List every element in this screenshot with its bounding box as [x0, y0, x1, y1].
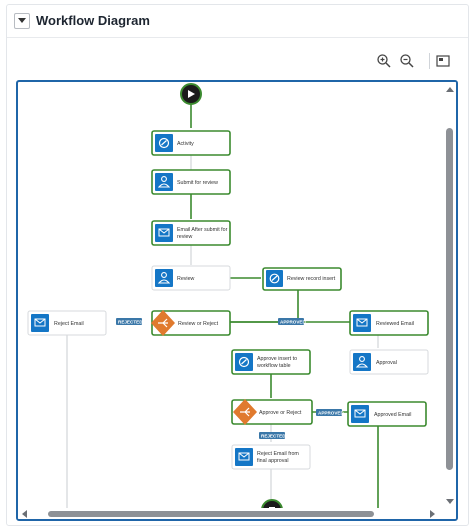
- end-node[interactable]: [261, 499, 283, 508]
- node-review-label: Review: [177, 276, 195, 282]
- svg-text:APPROVED: APPROVED: [280, 320, 306, 325]
- badge-approved-1: APPROVED: [278, 318, 306, 325]
- node-approval-label: Approval: [376, 360, 397, 366]
- badge-rejected-2: REJECTED: [259, 432, 286, 439]
- vertical-scroll-thumb[interactable]: [446, 128, 453, 470]
- node-approve-insert-label-2: workflow table: [257, 363, 291, 369]
- node-review-record-label: Review record insert: [287, 276, 336, 282]
- node-email-after-label-2: review: [177, 234, 192, 240]
- node-approved-email-label: Approved Email: [374, 412, 411, 418]
- node-review[interactable]: Review: [151, 265, 231, 291]
- node-submit-label: Submit for review: [177, 180, 218, 186]
- node-activity-label: Activity: [177, 141, 194, 147]
- node-approved-email[interactable]: Approved Email: [347, 401, 427, 427]
- workflow-diagram: Activity Submit for review Email After s…: [27, 83, 429, 508]
- node-email-after-label-1: Email After submit for: [177, 227, 228, 233]
- node-review-record-insert[interactable]: Review record insert: [262, 267, 342, 291]
- panel-title: Workflow Diagram: [36, 13, 150, 28]
- diagram-canvas[interactable]: Activity Submit for review Email After s…: [16, 80, 458, 521]
- node-email-after-submit[interactable]: Email After submit for review: [151, 220, 231, 246]
- node-activity[interactable]: Activity: [151, 130, 231, 156]
- svg-text:APPROVED: APPROVED: [318, 411, 344, 416]
- zoom-out-icon[interactable]: [399, 53, 415, 69]
- node-approve-insert[interactable]: Approve insert to workflow table: [231, 349, 311, 375]
- node-reject-email[interactable]: Reject Email: [27, 310, 107, 336]
- node-approve-or-reject[interactable]: Approve or Reject: [231, 399, 313, 425]
- collapse-toggle-button[interactable]: [14, 13, 30, 29]
- scroll-right-icon[interactable]: [430, 510, 435, 518]
- vertical-scrollbar[interactable]: [442, 82, 456, 519]
- panel-header: Workflow Diagram: [7, 5, 468, 38]
- node-approve-or-reject-label: Approve or Reject: [259, 410, 302, 416]
- node-reject-final-label-2: final approval: [257, 458, 289, 464]
- node-submit-for-review[interactable]: Submit for review: [151, 169, 231, 195]
- node-review-or-reject[interactable]: Review or Reject: [151, 310, 231, 336]
- horizontal-scrollbar[interactable]: [18, 508, 442, 519]
- workflow-panel: Workflow Diagram: [6, 4, 469, 526]
- horizontal-scroll-thumb[interactable]: [48, 511, 374, 517]
- fit-screen-icon[interactable]: [435, 53, 451, 69]
- node-approval[interactable]: Approval: [349, 349, 429, 375]
- start-node[interactable]: [180, 83, 202, 105]
- node-reject-email-label: Reject Email: [54, 321, 84, 327]
- svg-text:REJECTED: REJECTED: [118, 320, 143, 325]
- node-review-or-reject-label: Review or Reject: [178, 321, 219, 327]
- toolbar-divider: [429, 53, 430, 69]
- scroll-down-icon[interactable]: [446, 499, 454, 504]
- node-reviewed-email-label: Reviewed Email: [376, 321, 414, 327]
- badge-approved-2: APPROVED: [316, 409, 344, 416]
- svg-text:REJECTED: REJECTED: [261, 434, 286, 439]
- scroll-left-icon[interactable]: [22, 510, 27, 518]
- zoom-in-icon[interactable]: [376, 53, 392, 69]
- node-reject-email-final[interactable]: Reject Email from final approval: [231, 444, 311, 470]
- node-reviewed-email[interactable]: Reviewed Email: [349, 310, 429, 336]
- badge-rejected-1: REJECTED: [116, 318, 143, 325]
- node-reject-final-label-1: Reject Email from: [257, 451, 299, 457]
- scroll-up-icon[interactable]: [446, 87, 454, 92]
- node-approve-insert-label-1: Approve insert to: [257, 356, 297, 362]
